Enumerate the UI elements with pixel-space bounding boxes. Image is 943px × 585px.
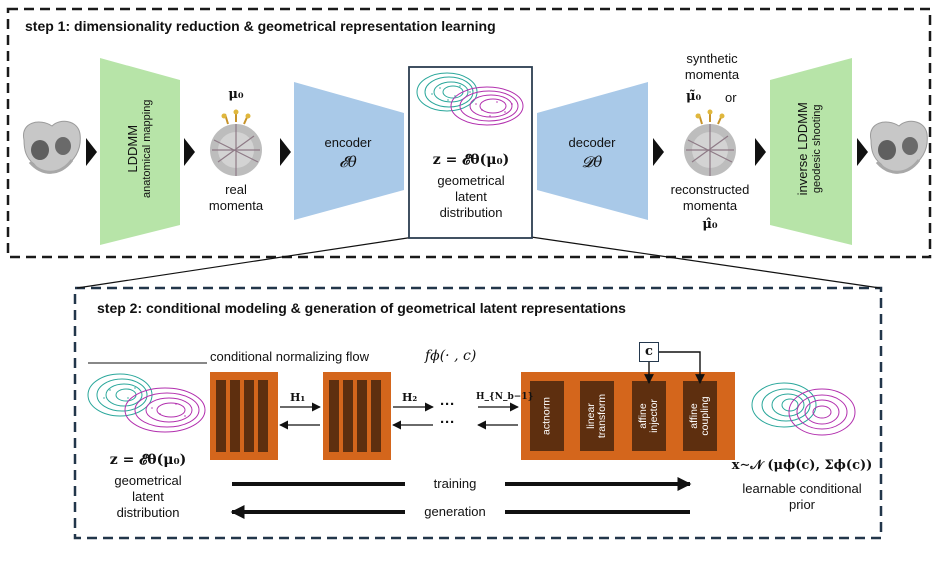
- inverse-lddmm-block: [770, 58, 852, 245]
- synthetic-momenta-label: momenta: [684, 67, 740, 82]
- flow-label: conditional normalizing flow: [210, 349, 369, 364]
- latent-contours-top: [416, 72, 524, 126]
- learnable-label: learnable conditional: [742, 481, 862, 496]
- injector-text: injector: [648, 399, 660, 433]
- decoder-label: decoder: [568, 135, 616, 150]
- inverse-lddmm-label: inverse LDDMM geodesic shooting: [795, 79, 824, 219]
- arrowhead-6: [857, 138, 868, 166]
- lddmm-subtitle: anatomical mapping: [141, 99, 154, 199]
- lddmm-block: [100, 58, 180, 245]
- generation-label: generation: [424, 504, 486, 519]
- step2-geometrical: geometrical: [114, 473, 182, 488]
- latent-points-left: [103, 387, 186, 417]
- affine-injector-label: affine injector: [637, 399, 660, 433]
- dots-backward: ···: [440, 414, 455, 431]
- linear-transform-label: linear transform: [585, 393, 608, 439]
- actnorm-label: actnorm: [540, 397, 553, 435]
- prior-contours: [751, 382, 856, 436]
- flow-block-expanded: [521, 372, 735, 460]
- training-label-bg: [405, 476, 505, 492]
- h1-label: H₁: [290, 391, 306, 404]
- arrowhead-3: [280, 138, 291, 166]
- or-label: or: [725, 90, 737, 105]
- zoom-line-left: [76, 236, 415, 289]
- transform-text: transform: [596, 393, 608, 439]
- training-label: training: [433, 476, 477, 491]
- latent-latent: latent: [455, 189, 487, 204]
- latent-geometrical: geometrical: [437, 173, 505, 188]
- flow-block-2: [323, 372, 391, 460]
- encoder-block: [294, 82, 404, 220]
- step1-title: step 1: dimensionality reduction & geome…: [25, 18, 496, 34]
- flow-block-1: [210, 372, 278, 460]
- coupling-text: coupling: [699, 396, 711, 436]
- heart-input: [23, 120, 81, 174]
- real-label: real: [225, 182, 247, 197]
- mu0-label: μ₀: [228, 87, 244, 102]
- arrowhead-1: [86, 138, 97, 166]
- prior-equation: x∼𝒩 (μϕ(c), Σϕ(c)): [731, 458, 873, 473]
- reconstructed-momenta-label: momenta: [682, 198, 738, 213]
- latent-equation: z = 𝓔θ(μ₀): [432, 152, 510, 168]
- latent-contours-left: [87, 373, 206, 433]
- latent-box: [408, 66, 533, 239]
- step2-box: [73, 286, 883, 540]
- h2-label: H₂: [402, 391, 418, 404]
- dots-forward: ···: [440, 396, 455, 413]
- zoom-line-right: [530, 236, 881, 289]
- prior-label: prior: [788, 497, 816, 512]
- step1-box: [6, 7, 932, 259]
- decoder-block: [537, 82, 648, 220]
- step2-title: step 2: conditional modeling & generatio…: [97, 300, 626, 316]
- hn-label: H_{N_b−1}: [476, 392, 534, 402]
- encoder-label: encoder: [324, 135, 372, 150]
- affine-coupling-label: affine coupling: [688, 396, 711, 436]
- inverse-title: inverse LDDMM: [795, 102, 811, 196]
- generation-label-bg: [405, 504, 505, 520]
- arrowhead-5: [755, 138, 766, 166]
- lddmm-label: LDDMM anatomical mapping: [125, 79, 154, 219]
- synthetic-label: synthetic: [686, 51, 738, 66]
- arrowhead-4: [653, 138, 664, 166]
- condition-box: c: [639, 342, 659, 362]
- step2-latent: latent: [132, 489, 164, 504]
- step2-latent-equation: z = 𝓔θ(μ₀): [109, 452, 187, 468]
- inverse-subtitle: geodesic shooting: [811, 104, 824, 194]
- mu-tilde-label: μ̃₀: [686, 89, 702, 104]
- actnorm-text: actnorm: [540, 397, 553, 435]
- synthetic-momenta-ball: [684, 109, 736, 176]
- mu-hat-label: μ̂₀: [702, 217, 718, 232]
- step2-distribution: distribution: [116, 505, 180, 520]
- real-momenta-ball: [210, 109, 262, 176]
- reconstructed-label: reconstructed: [670, 182, 750, 197]
- decoder-symbol: 𝓓θ: [581, 153, 603, 171]
- latent-distribution: distribution: [439, 205, 503, 220]
- arrowhead-2: [184, 138, 195, 166]
- encoder-symbol: 𝓔θ: [339, 153, 357, 171]
- lddmm-title: LDDMM: [125, 124, 141, 173]
- heart-output: [870, 120, 928, 174]
- condition-arrow-coupling: [659, 351, 705, 384]
- latent-points-top: [431, 85, 513, 117]
- flow-symbol: fϕ(· , c): [425, 348, 477, 364]
- real-momenta-label: momenta: [208, 198, 264, 213]
